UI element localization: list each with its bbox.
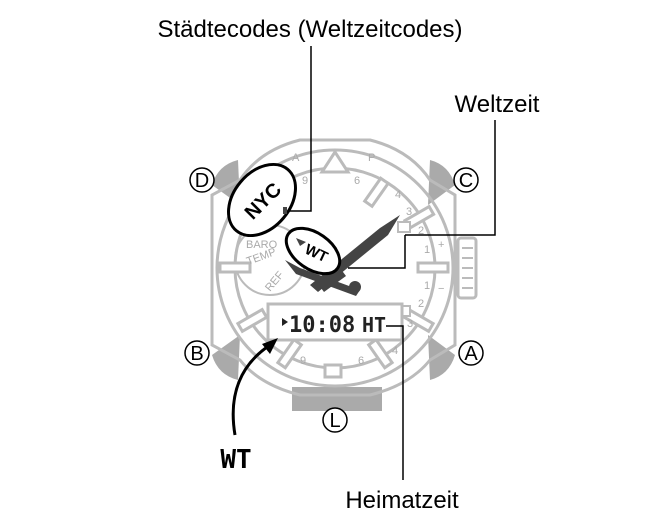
svg-text:A: A (464, 343, 478, 365)
wt-indicator-label: WT (220, 445, 251, 475)
dial-scale-4: 4 (395, 189, 401, 201)
dial-scale-p: P (368, 152, 375, 164)
button-a: A (458, 340, 484, 366)
svg-text:C: C (459, 170, 473, 192)
dial-scale-9: 9 (302, 175, 308, 187)
button-l: L (322, 407, 348, 433)
dial-scale-bottom-9: 9 (300, 355, 306, 367)
leader-lines (231, 46, 496, 480)
mode-callout: WT (284, 226, 342, 276)
dial-scale-plus: + (438, 239, 444, 251)
svg-text:D: D (195, 170, 209, 192)
lcd-display: 10:08 HT (266, 302, 404, 342)
dial-scale-minus: − (438, 283, 444, 295)
dial-scale-a: A (292, 152, 300, 164)
svg-text:L: L (329, 410, 340, 432)
dial-scale-bottom-3: 3 (407, 318, 413, 330)
city-codes-label: Städtecodes (Weltzeitcodes) (157, 16, 462, 43)
dial-scale-bottom-4: 4 (392, 345, 398, 357)
button-d: D (189, 167, 215, 193)
side-buttons (212, 160, 478, 411)
city-code-callout: NYC (227, 162, 297, 238)
button-c: C (453, 167, 479, 193)
world-time-label: Weltzeit (455, 91, 540, 118)
dial-baro: BARO (246, 239, 278, 251)
svg-text:B: B (190, 343, 203, 365)
watch-case (210, 138, 457, 397)
lcd-time: 10:08 (289, 313, 355, 338)
dial-scale-3: 3 (406, 206, 412, 218)
dial-scale-1: 1 (424, 244, 430, 256)
dial-scale-bottom-6: 6 (358, 355, 364, 367)
dial-scale-2: 2 (418, 225, 424, 237)
dial-scale-bottom-1: 1 (424, 280, 430, 292)
dial-scale-bottom-2: 2 (418, 298, 424, 310)
button-b: B (184, 340, 210, 366)
home-time-label: Heimatzeit (345, 487, 459, 514)
dial-ref: REF (263, 269, 287, 294)
lcd-suffix: HT (362, 313, 386, 337)
dial-scale-6: 6 (354, 175, 360, 187)
